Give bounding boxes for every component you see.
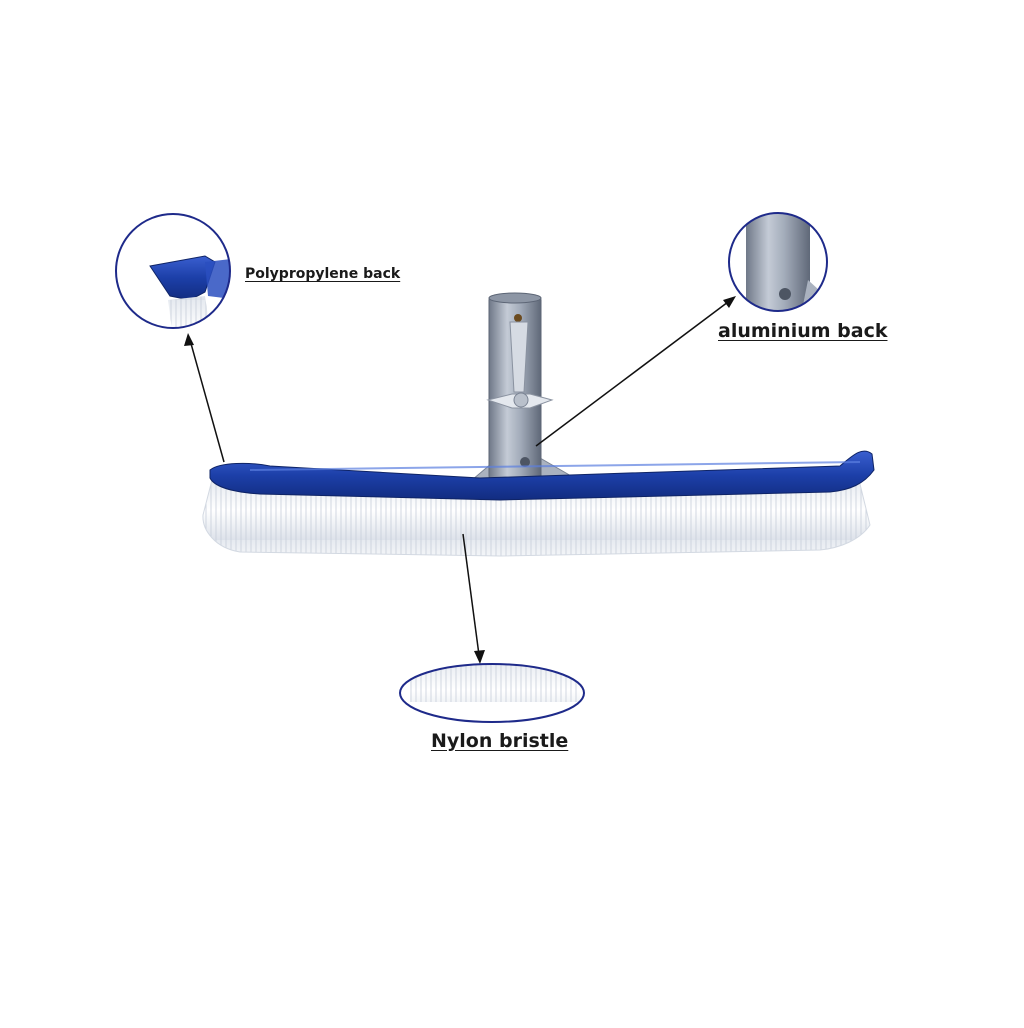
callout-polypropylene xyxy=(115,213,231,463)
callout-aluminium xyxy=(535,212,828,447)
polypropylene-zoom-circle xyxy=(115,213,231,329)
aluminium-pointer-arrow xyxy=(535,301,729,447)
polypropylene-back-label: Polypropylene back xyxy=(245,266,401,282)
pool-brush xyxy=(202,292,875,557)
nylon-zoom-ellipse xyxy=(399,663,585,723)
callout-nylon xyxy=(399,533,585,723)
aluminium-back-label: aluminium back xyxy=(718,320,888,342)
polypropylene-zoom-image xyxy=(116,214,230,328)
aluminium-zoom-image xyxy=(729,213,827,311)
nylon-bristle-label: Nylon bristle xyxy=(431,730,569,752)
nylon-pointer-arrow xyxy=(462,533,480,656)
aluminium-zoom-circle xyxy=(728,212,828,312)
handle-clip xyxy=(509,321,529,393)
polypropylene-back xyxy=(209,450,875,501)
polypropylene-pointer-arrow xyxy=(189,339,225,463)
